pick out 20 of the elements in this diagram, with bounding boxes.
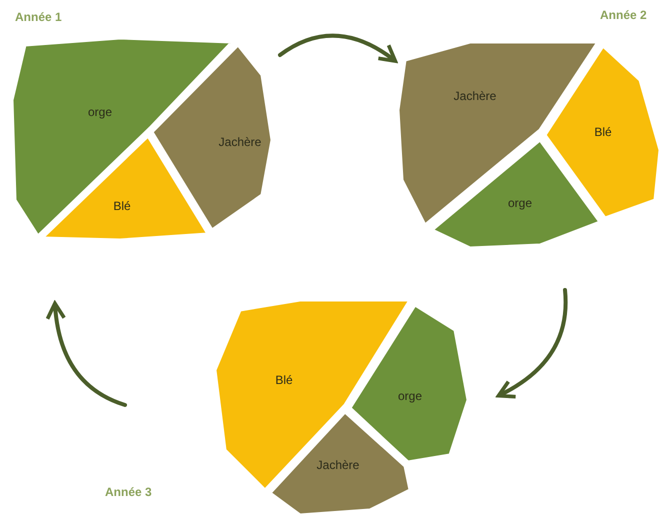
crop-label: Jachère — [454, 89, 496, 103]
year-heading: Année 3 — [105, 485, 152, 499]
crop-label: orge — [508, 196, 532, 210]
year-heading: Année 1 — [15, 10, 62, 24]
crop-label: Blé — [275, 373, 293, 387]
field-section — [545, 46, 660, 218]
cycle-arrow — [46, 302, 127, 407]
year-heading: Année 2 — [600, 8, 647, 22]
crop-label: Jachère — [316, 458, 360, 472]
cycle-arrow — [496, 288, 568, 398]
field-section — [270, 412, 410, 515]
field-section — [432, 140, 600, 248]
crop-label: Jachère — [218, 135, 262, 149]
field-section — [350, 305, 468, 462]
crop-label: Blé — [113, 199, 131, 213]
cycle-arrow — [278, 34, 398, 63]
crop-label: orge — [88, 105, 112, 119]
field-section — [152, 45, 272, 230]
crop-label: Blé — [594, 125, 612, 139]
crop-label: orge — [398, 389, 422, 403]
